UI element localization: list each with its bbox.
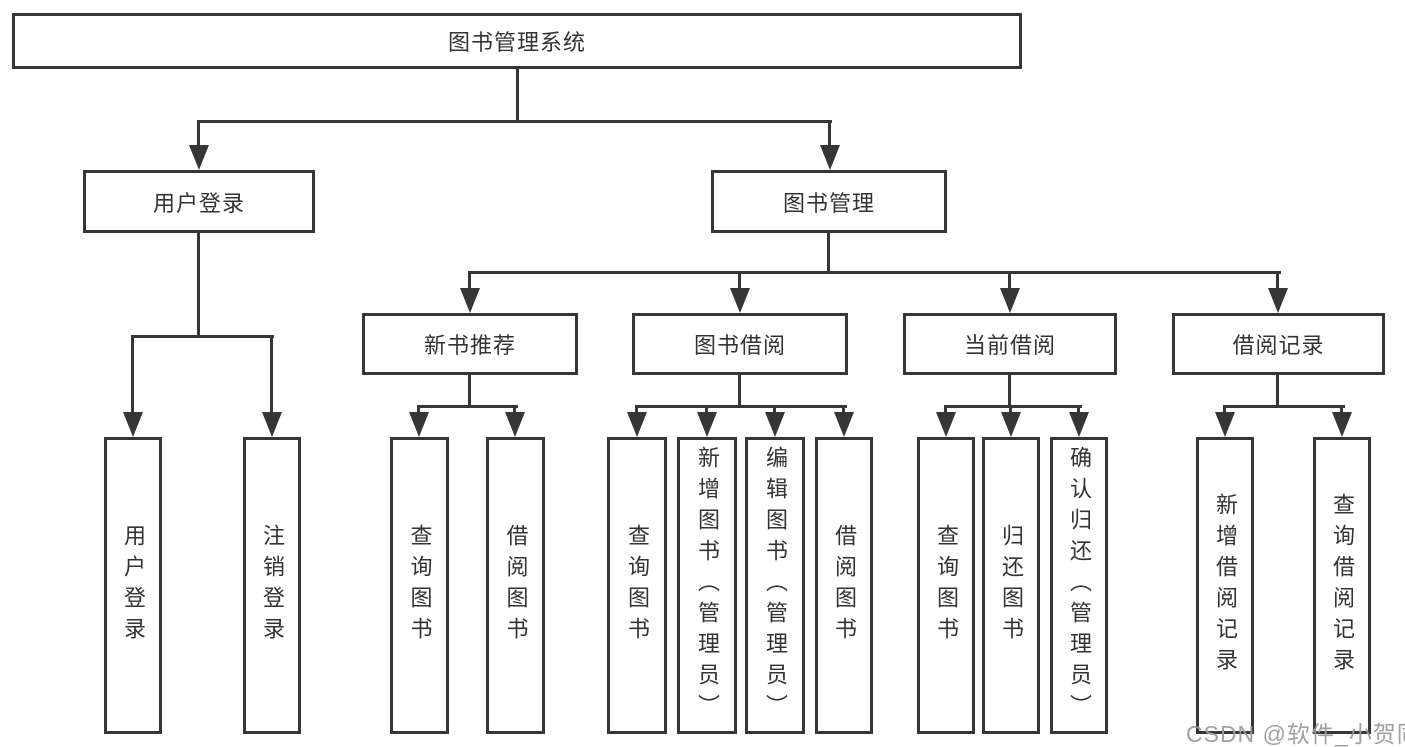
leaf-add-borrow-record: 新增借阅记录 — [1196, 437, 1254, 734]
node-user-login: 用户登录 — [83, 170, 315, 233]
connector-drop — [468, 274, 471, 289]
connector-drop — [738, 274, 741, 289]
leaf-label: 新增借阅记录 — [1213, 492, 1238, 679]
arrow-down-icon — [1332, 412, 1352, 437]
node-label: 图书管理系统 — [447, 30, 586, 55]
connector-drop — [197, 123, 200, 146]
connector-drop — [1340, 408, 1343, 413]
leaf-query-books: 查询图书 — [917, 437, 975, 734]
arrow-down-icon — [460, 288, 480, 313]
leaf-label: 确认归还（管理员） — [1067, 446, 1092, 725]
leaf-query-books: 查询图书 — [607, 437, 667, 734]
connector-group-stem — [1008, 375, 1011, 405]
leaf-label: 查询图书 — [407, 523, 433, 648]
arrow-down-icon — [730, 288, 750, 313]
leaf-label: 编辑图书（管理员） — [763, 446, 788, 725]
node-label: 图书借阅 — [693, 333, 786, 358]
connector-book-mgmt-stem — [827, 233, 830, 271]
csdn-watermark: CSDN @软件_小贺同学 — [1186, 721, 1405, 747]
connector-drop — [944, 408, 947, 413]
connector-drop — [705, 408, 708, 413]
connector-drop — [842, 408, 845, 413]
leaf-borrow-books: 借阅图书 — [815, 437, 873, 734]
node-label: 图书管理 — [782, 190, 875, 216]
connector-drop — [1008, 274, 1011, 289]
arrow-down-icon — [1000, 288, 1020, 313]
arrow-down-icon — [820, 145, 840, 170]
arrow-down-icon — [627, 412, 647, 437]
leaf-user-login: 用户登录 — [104, 437, 162, 734]
connector-drop — [1077, 408, 1080, 413]
connector-group-rail — [944, 405, 1082, 408]
arrow-down-icon — [123, 412, 143, 437]
leaf-confirm-return-admin: 确认归还（管理员） — [1050, 437, 1108, 734]
connector-drop — [635, 408, 638, 413]
node-label: 借阅记录 — [1232, 333, 1325, 358]
connector-group-rail — [417, 405, 518, 408]
leaf-label: 查询借阅记录 — [1330, 492, 1355, 679]
leaf-label: 借阅图书 — [503, 523, 529, 648]
connector-root-rail — [197, 120, 832, 123]
connector-user-login-rail — [131, 335, 274, 338]
leaf-logout: 注销登录 — [243, 437, 301, 734]
node-library-system: 图书管理系统 — [12, 13, 1022, 69]
arrow-down-icon — [505, 412, 525, 437]
leaf-label: 注销登录 — [260, 523, 285, 648]
connector-group-rail — [635, 405, 847, 408]
arrow-down-icon — [1268, 288, 1288, 313]
leaf-edit-book-admin: 编辑图书（管理员） — [745, 437, 805, 734]
connector-root-stem — [516, 69, 519, 120]
connector-drop — [131, 338, 134, 412]
connector-drop — [1223, 408, 1226, 413]
connector-drop — [1276, 274, 1279, 289]
node-label: 新书推荐 — [423, 333, 516, 358]
arrow-down-icon — [697, 412, 717, 437]
leaf-borrow-books: 借阅图书 — [486, 437, 545, 734]
connector-group-stem — [468, 375, 471, 405]
connector-drop — [1009, 408, 1012, 413]
leaf-label: 新增图书（管理员） — [695, 446, 720, 725]
arrow-down-icon — [765, 412, 785, 437]
arrow-down-icon — [1069, 412, 1089, 437]
leaf-label: 查询图书 — [934, 523, 959, 648]
arrow-down-icon — [1001, 412, 1021, 437]
connector-drop — [417, 408, 420, 413]
leaf-label: 查询图书 — [625, 523, 650, 648]
connector-user-login-stem — [197, 233, 200, 335]
connector-drop — [828, 123, 831, 146]
node-new-book-recommend: 新书推荐 — [362, 313, 578, 375]
connector-group-stem — [738, 375, 741, 405]
node-current-borrowing: 当前借阅 — [903, 313, 1117, 375]
node-book-borrowing: 图书借阅 — [632, 313, 848, 375]
connector-drop — [773, 408, 776, 413]
leaf-label: 用户登录 — [121, 523, 146, 648]
leaf-query-books: 查询图书 — [390, 437, 449, 734]
leaf-label: 归还图书 — [999, 523, 1024, 648]
arrow-down-icon — [936, 412, 956, 437]
leaf-add-book-admin: 新增图书（管理员） — [677, 437, 737, 734]
connector-drop — [513, 408, 516, 413]
arrow-down-icon — [1215, 412, 1235, 437]
arrow-down-icon — [189, 145, 209, 170]
connector-drop — [270, 338, 273, 412]
connector-group-stem — [1276, 375, 1279, 405]
connector-book-mgmt-rail — [468, 271, 1281, 274]
arrow-down-icon — [409, 412, 429, 437]
node-label: 当前借阅 — [963, 333, 1056, 358]
arrow-down-icon — [262, 412, 282, 437]
connector-group-rail — [1223, 405, 1345, 408]
node-label: 用户登录 — [152, 190, 245, 216]
node-borrowing-records: 借阅记录 — [1172, 313, 1385, 375]
arrow-down-icon — [834, 412, 854, 437]
node-book-management: 图书管理 — [711, 170, 947, 233]
leaf-query-borrow-record: 查询借阅记录 — [1313, 437, 1371, 734]
leaf-return-books: 归还图书 — [982, 437, 1040, 734]
leaf-label: 借阅图书 — [832, 523, 857, 648]
